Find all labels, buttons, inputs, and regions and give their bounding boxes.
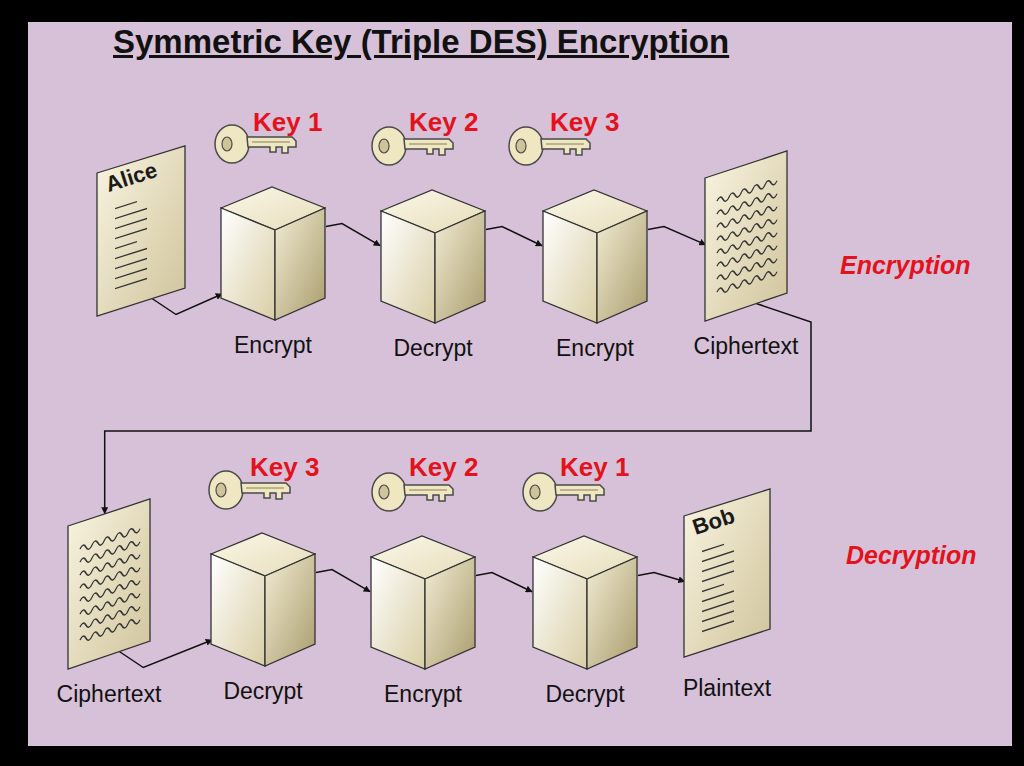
document-sheet: BobPlaintext [682, 488, 772, 658]
document-sheet: Ciphertext [703, 150, 789, 322]
key-label: Key 2 [409, 108, 478, 137]
connector-arrow [648, 227, 706, 245]
step-label: Encrypt [234, 333, 312, 358]
connector-arrow [105, 304, 811, 514]
cipher-step-cube: Decrypt [532, 535, 638, 670]
cube-shape [370, 535, 476, 670]
phase-label: Encryption [840, 252, 971, 280]
key-label: Key 1 [560, 453, 629, 482]
cipher-step-cube: Encrypt [220, 186, 326, 321]
step-label: Encrypt [384, 682, 462, 707]
cipher-step-cube: Decrypt [210, 532, 316, 667]
connector-arrow [152, 294, 222, 315]
step-label: Plaintext [683, 676, 771, 701]
cube-shape [532, 535, 638, 670]
document-sheet: Ciphertext [66, 498, 152, 670]
document-shape [66, 498, 152, 670]
cipher-step-cube: Decrypt [380, 189, 486, 324]
key-label: Key 3 [550, 108, 619, 137]
step-label: Ciphertext [694, 334, 799, 359]
cube-shape [542, 189, 648, 324]
key-label: Key 3 [250, 453, 319, 482]
phase-label: Decryption [846, 542, 977, 570]
connector-arrow [638, 573, 685, 582]
step-label: Decrypt [223, 679, 302, 704]
document-sheet: Alice [95, 145, 187, 317]
step-label: Decrypt [545, 682, 624, 707]
step-label: Ciphertext [57, 682, 162, 707]
cube-shape [210, 532, 316, 667]
cipher-step-cube: Encrypt [370, 535, 476, 670]
key-label: Key 2 [409, 453, 478, 482]
cube-shape [220, 186, 326, 321]
step-label: Decrypt [393, 336, 472, 361]
connector-arrow [316, 570, 370, 592]
key-label: Key 1 [253, 108, 322, 137]
cube-shape [380, 189, 486, 324]
connector-arrow [486, 227, 542, 246]
connector-arrow [476, 573, 532, 592]
diagram-title: Symmetric Key (Triple DES) Encryption [113, 24, 729, 60]
document-shape [703, 150, 789, 322]
connector-arrow [326, 224, 380, 246]
step-label: Encrypt [556, 336, 634, 361]
cipher-step-cube: Encrypt [542, 189, 648, 324]
